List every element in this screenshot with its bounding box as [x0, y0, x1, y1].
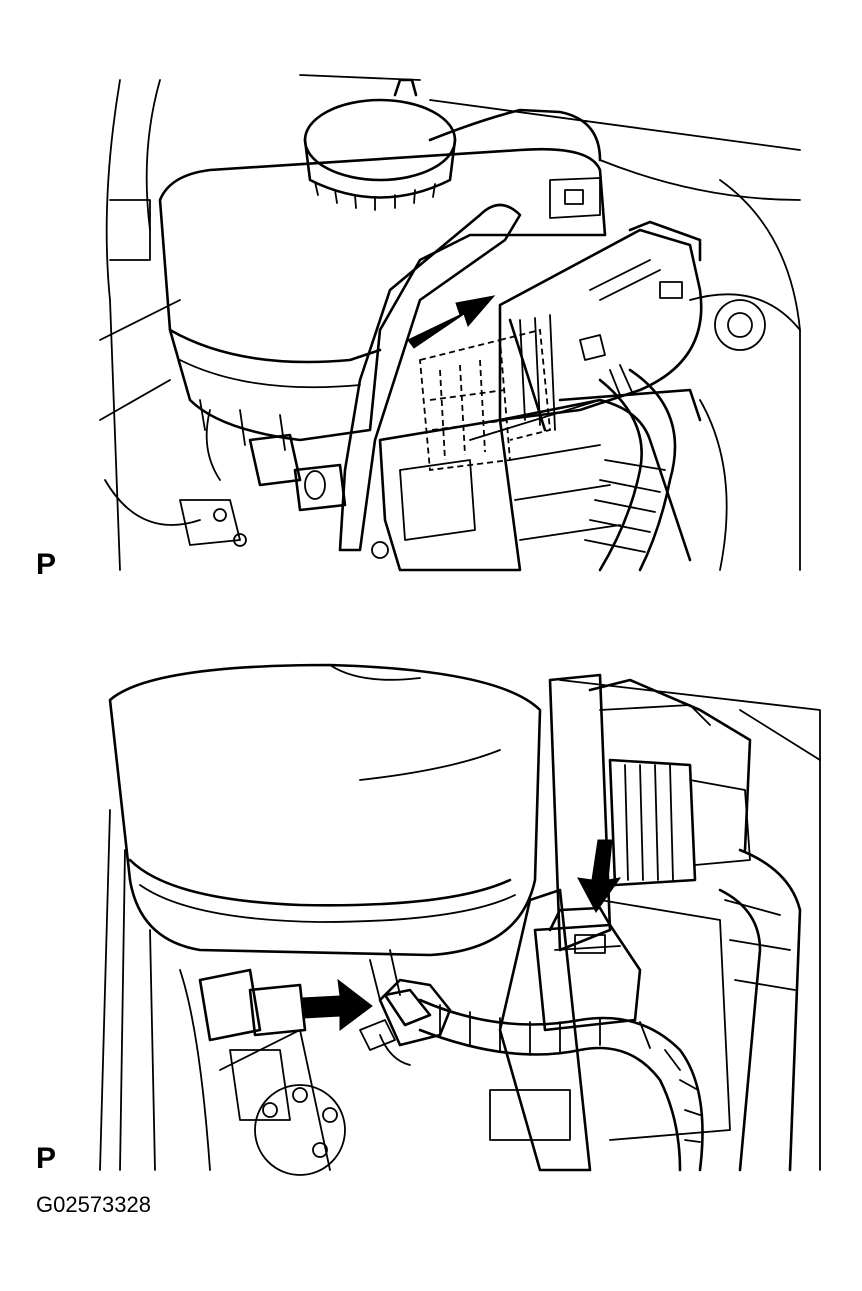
small-connector-left: [179, 409, 347, 547]
actuator-connector: [533, 906, 642, 1032]
reservoir-cap: [303, 78, 457, 211]
illustration-panel-bottom: [0, 650, 862, 1180]
mounting-bracket: [338, 177, 601, 559]
master-cylinder: [198, 949, 401, 1121]
direction-arrow-right: [301, 978, 373, 1031]
wire-harness: [418, 848, 802, 1172]
panel-label-bottom: P: [36, 1142, 57, 1175]
brake-fluid-reservoir: [158, 108, 607, 451]
small-connector: [359, 978, 452, 1066]
engine-bay-background: [99, 679, 821, 1176]
bottom-drawing: [99, 663, 821, 1176]
connector-seated-outline: [419, 328, 551, 472]
engine-bay-background: [99, 74, 801, 571]
wire-harness: [584, 364, 677, 572]
panel-label-top: P: [36, 548, 57, 581]
brake-fluid-reservoir: [108, 663, 542, 957]
top-drawing: [99, 74, 801, 572]
direction-arrow-down: [577, 839, 622, 913]
connector: [498, 220, 703, 432]
figure-id: G02573328: [36, 1192, 151, 1217]
actuator-body: [489, 673, 752, 1172]
illustration-panel-top: [0, 0, 862, 580]
direction-arrow-top: [407, 295, 496, 349]
